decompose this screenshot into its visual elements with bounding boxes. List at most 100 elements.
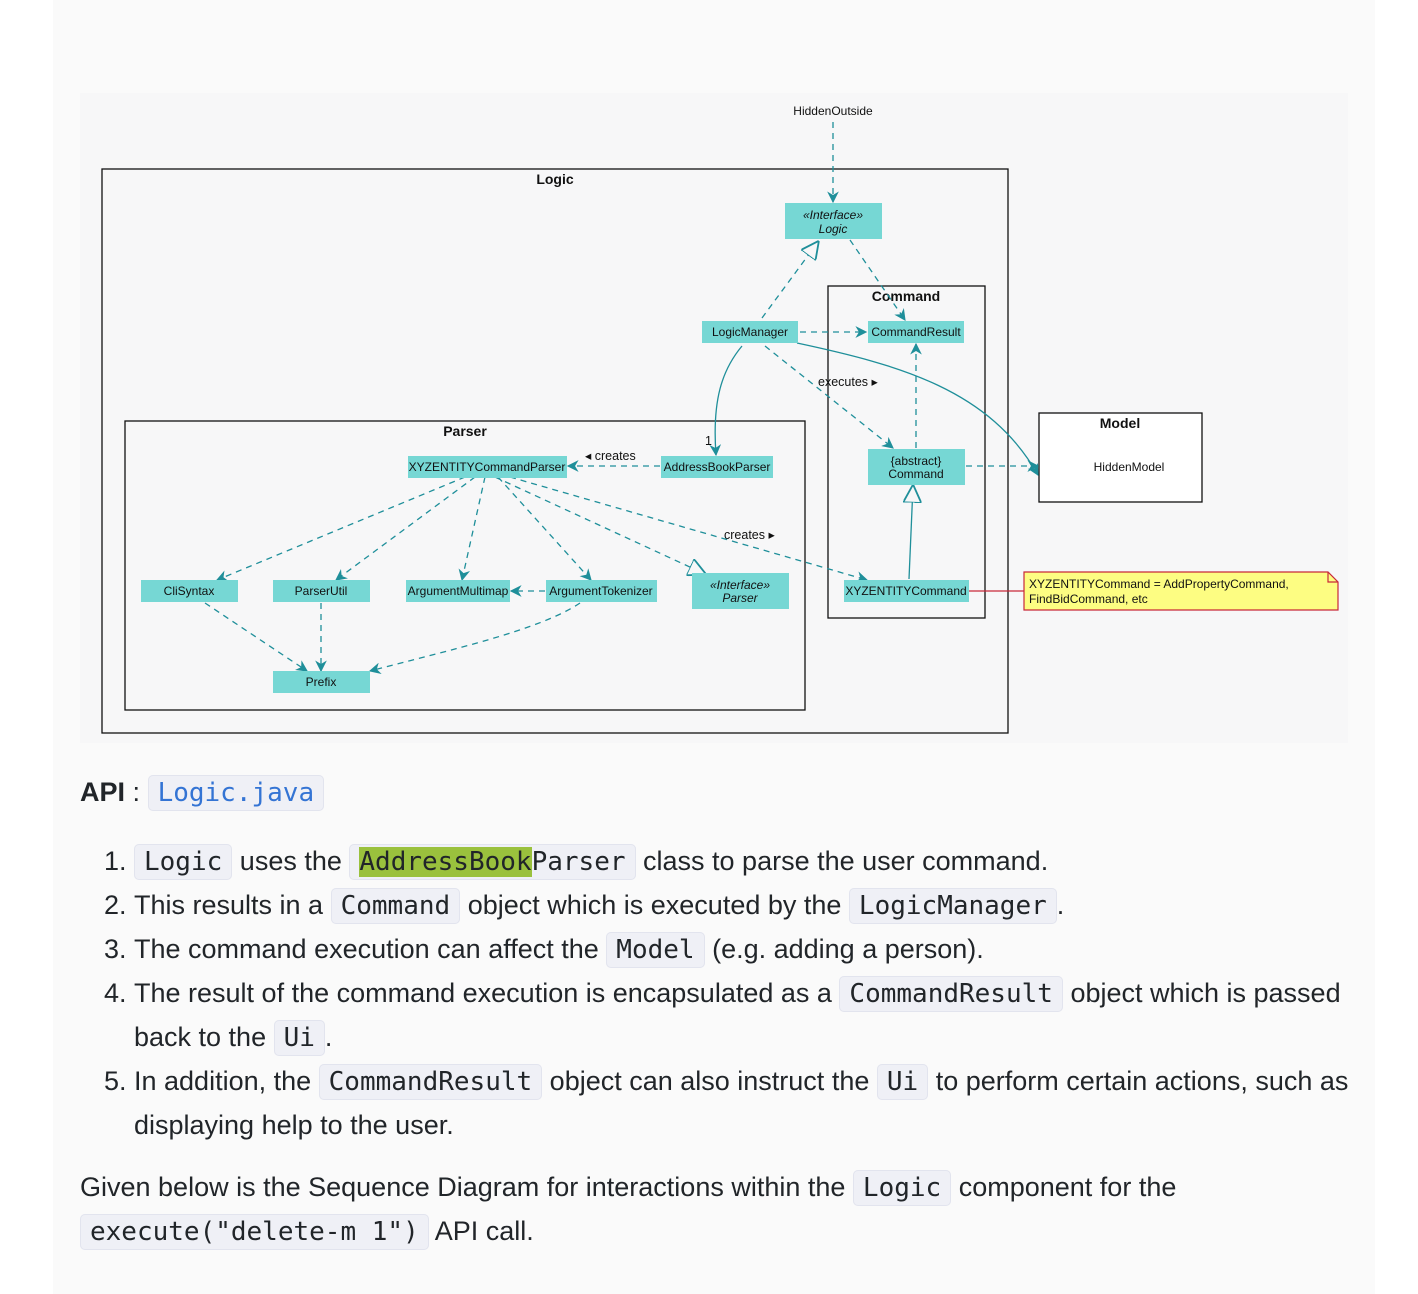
code-addressbookparser: AddressBookParser — [349, 844, 636, 880]
argument-multimap-class: ArgumentMultimap — [406, 580, 510, 602]
model-package-label: Model — [1100, 415, 1140, 431]
api-label: API — [80, 777, 126, 807]
step-2: This results in a Command object which i… — [134, 884, 1404, 928]
paragraph-text: component for the — [958, 1172, 1177, 1202]
address-book-parser-class: AddressBookParser — [661, 456, 773, 478]
step-text: class to parse the user command. — [643, 846, 1049, 876]
parser-package — [124, 420, 806, 711]
edge-xyzparser-to-clisyntax — [215, 476, 466, 582]
address-book-parser-label: AddressBookParser — [664, 460, 771, 474]
edge-xyzparser-to-multimap — [458, 476, 486, 582]
step-5: In addition, the CommandResult object ca… — [134, 1060, 1404, 1147]
logic-interface-name: Logic — [819, 222, 848, 236]
step-4: The result of the command execution is e… — [134, 972, 1404, 1060]
code-logic: Logic — [852, 1170, 952, 1206]
cli-syntax-class: CliSyntax — [141, 580, 238, 602]
parser-util-class: ParserUtil — [273, 580, 370, 602]
search-highlight: AddressBook — [359, 847, 532, 877]
edge-manager-realizes-logic — [761, 242, 818, 319]
step-1: Logic uses the AddressBookParser class t… — [134, 840, 1404, 884]
code-model: Model — [606, 932, 705, 968]
logic-steps-list: Logic uses the AddressBookParser class t… — [80, 840, 1404, 1147]
step-text: The command execution can affect the — [134, 934, 599, 964]
logic-interface-class: «Interface» Logic — [785, 203, 882, 239]
abstract-command-stereotype: {abstract} — [891, 454, 942, 468]
step-text: . — [324, 1022, 333, 1052]
code-ui: Ui — [273, 1020, 325, 1056]
code-ui: Ui — [876, 1064, 929, 1100]
xyz-command-class: XYZENTITYCommand — [844, 580, 969, 602]
xyz-command-parser-class: XYZENTITYCommandParser — [408, 456, 567, 478]
cli-syntax-label: CliSyntax — [164, 584, 215, 598]
edge-xyzcommand-extends-command — [909, 486, 913, 580]
code-logic: Logic — [134, 844, 233, 880]
edge-xyzparser-to-tokenizer — [497, 476, 592, 581]
edge-clisyntax-to-prefix — [204, 602, 308, 672]
step-text: object which is passed back to the — [134, 978, 1341, 1052]
hidden-model-label: HiddenModel — [1094, 460, 1165, 474]
step-text: . — [1056, 890, 1065, 920]
logic-class-diagram: HiddenOutside Logic Command Parser Model… — [101, 104, 1339, 734]
note: XYZENTITYCommand = AddPropertyCommand, F… — [1023, 571, 1339, 611]
edge-logic-to-result — [849, 239, 906, 321]
step-text: object can also instruct the — [549, 1066, 870, 1096]
parser-package-label: Parser — [443, 423, 487, 439]
code-command: Command — [330, 888, 461, 924]
logic-interface-stereotype: «Interface» — [803, 208, 863, 222]
step-text: This results in a — [134, 890, 324, 920]
note-line-2: FindBidCommand, etc — [1029, 592, 1148, 606]
multiplicity-label: 1 — [705, 434, 712, 448]
prefix-class: Prefix — [273, 671, 370, 693]
command-package — [827, 285, 986, 619]
creates-right-label: creates ▸ — [724, 528, 775, 542]
hidden-outside-label: HiddenOutside — [793, 104, 873, 118]
api-separator: : — [132, 777, 141, 807]
creates-left-label: ◂ creates — [585, 449, 636, 463]
step-3: The command execution can affect the Mod… — [134, 928, 1404, 972]
prefix-label: Prefix — [306, 675, 337, 689]
code-rest: Parser — [531, 847, 626, 877]
edge-manager-to-addressbookparser — [709, 345, 743, 457]
logic-package — [101, 168, 1009, 734]
edge-xyzparser-realizes-parser — [494, 476, 705, 574]
edge-xyzparser-creates-xyzcommand — [509, 476, 869, 583]
logic-java-link[interactable]: Logic.java — [147, 775, 325, 811]
edge-manager-executes-command — [764, 345, 894, 449]
xyz-command-parser-label: XYZENTITYCommandParser — [409, 460, 566, 474]
code-commandresult: CommandResult — [318, 1064, 543, 1100]
abstract-command-class: {abstract} Command — [868, 449, 965, 485]
parser-interface-name: Parser — [722, 591, 758, 605]
logic-package-label: Logic — [536, 171, 574, 187]
argument-tokenizer-class: ArgumentTokenizer — [546, 580, 657, 602]
note-line-1: XYZENTITYCommand = AddPropertyCommand, — [1029, 577, 1289, 591]
step-text: In addition, the — [134, 1066, 312, 1096]
argument-tokenizer-label: ArgumentTokenizer — [549, 584, 652, 598]
code-execute-call: execute("delete-m 1") — [80, 1214, 429, 1250]
edge-tokenizer-to-prefix — [368, 602, 581, 674]
edge-xyzparser-to-parserutil — [335, 476, 476, 581]
code-logicmanager: LogicManager — [848, 888, 1057, 924]
logic-manager-label: LogicManager — [712, 325, 788, 339]
edge-manager-to-model — [796, 342, 1039, 477]
paragraph-text: Given below is the Sequence Diagram for … — [80, 1172, 846, 1202]
step-text: to perform certain actions, such as disp… — [134, 1066, 1349, 1140]
code-commandresult: CommandResult — [839, 976, 1063, 1012]
step-text: uses the — [239, 846, 342, 876]
xyz-command-label: XYZENTITYCommand — [845, 584, 966, 598]
command-result-class: CommandResult — [868, 321, 964, 343]
command-package-label: Command — [872, 288, 940, 304]
parser-interface-class: «Interface» Parser — [692, 573, 789, 609]
paragraph-text: API call. — [434, 1216, 534, 1246]
executes-label: executes ▸ — [818, 375, 879, 389]
parser-interface-stereotype: «Interface» — [710, 578, 770, 592]
step-text: The result of the command execution is e… — [134, 978, 832, 1008]
argument-multimap-label: ArgumentMultimap — [408, 584, 509, 598]
api-line: API : Logic.java — [80, 770, 325, 815]
model-package — [1038, 412, 1203, 503]
logic-manager-class: LogicManager — [702, 321, 798, 343]
step-text: (e.g. adding a person). — [712, 934, 984, 964]
parser-util-label: ParserUtil — [295, 584, 348, 598]
sequence-diagram-intro: Given below is the Sequence Diagram for … — [80, 1166, 1350, 1254]
abstract-command-name: Command — [888, 467, 943, 481]
command-result-label: CommandResult — [871, 325, 961, 339]
